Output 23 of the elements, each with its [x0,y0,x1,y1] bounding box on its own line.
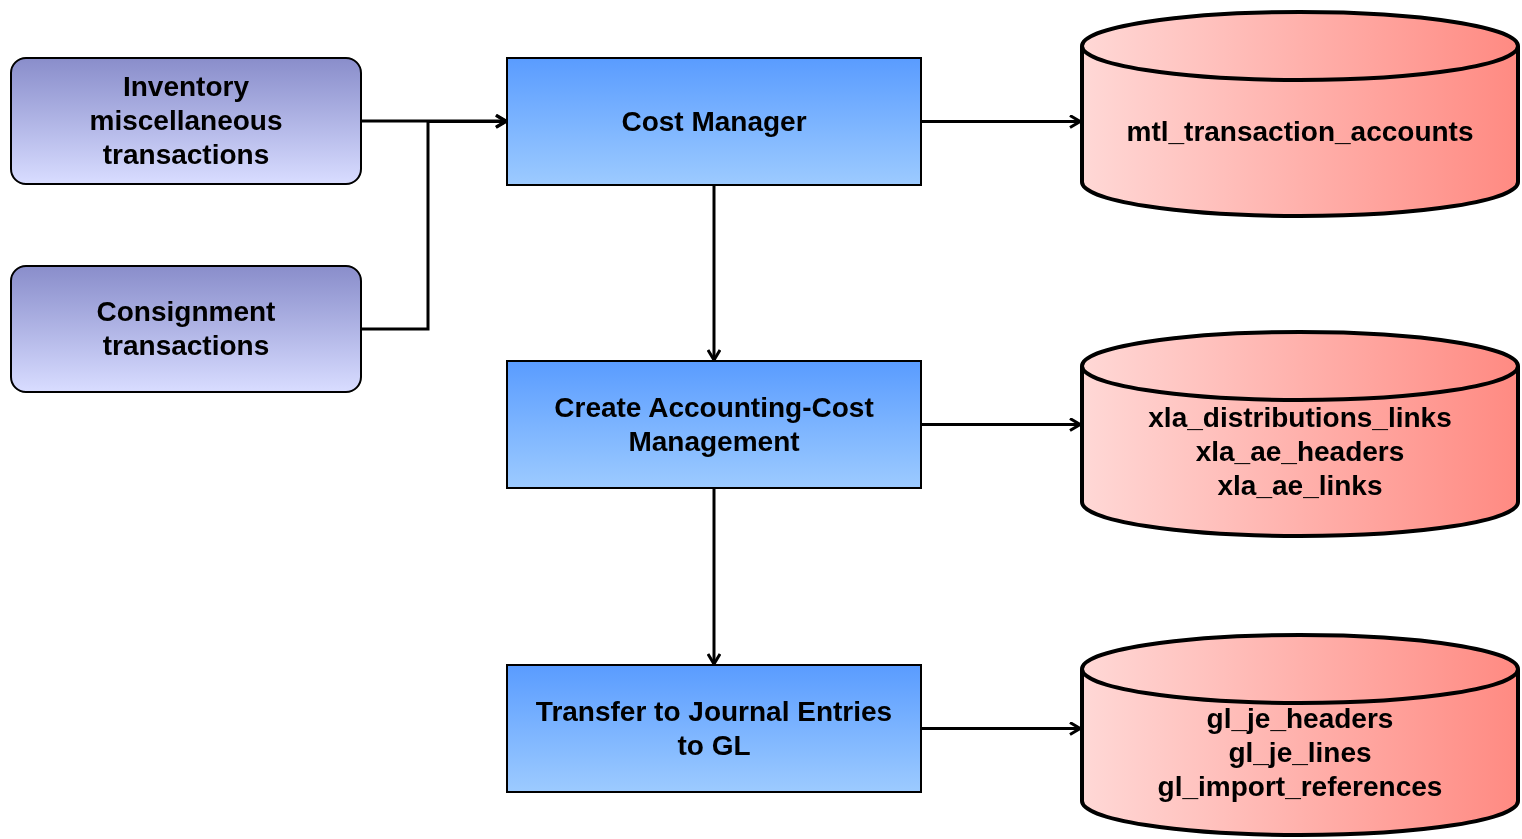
box-text: Consignment transactions [95,295,277,363]
process-box [506,664,922,793]
table-name: xla_ae_headers [1195,435,1405,469]
source-box [10,265,362,393]
table-name: gl_je_headers [1206,702,1394,736]
arrow [706,186,722,362]
process-box [506,360,922,489]
arrow [706,489,722,666]
table-name: mtl_transaction_accounts [1126,115,1474,149]
box-text: Cost Manager [621,104,807,139]
arrow [362,114,508,331]
table-name: gl_je_lines [1228,736,1372,770]
source-box [10,57,362,185]
box-text: Transfer to Journal Entries to GL [534,694,894,763]
arrow [922,114,1082,129]
arrow [922,721,1082,736]
process-box [506,57,922,186]
arrow [922,417,1082,432]
box-text: Create Accounting-Cost Management [553,390,875,459]
box-text: Inventory miscellaneous transactions [88,70,284,172]
table-name: xla_distributions_links [1148,401,1452,435]
table-name: gl_import_references [1157,770,1443,804]
table-name: xla_ae_links [1217,469,1383,503]
